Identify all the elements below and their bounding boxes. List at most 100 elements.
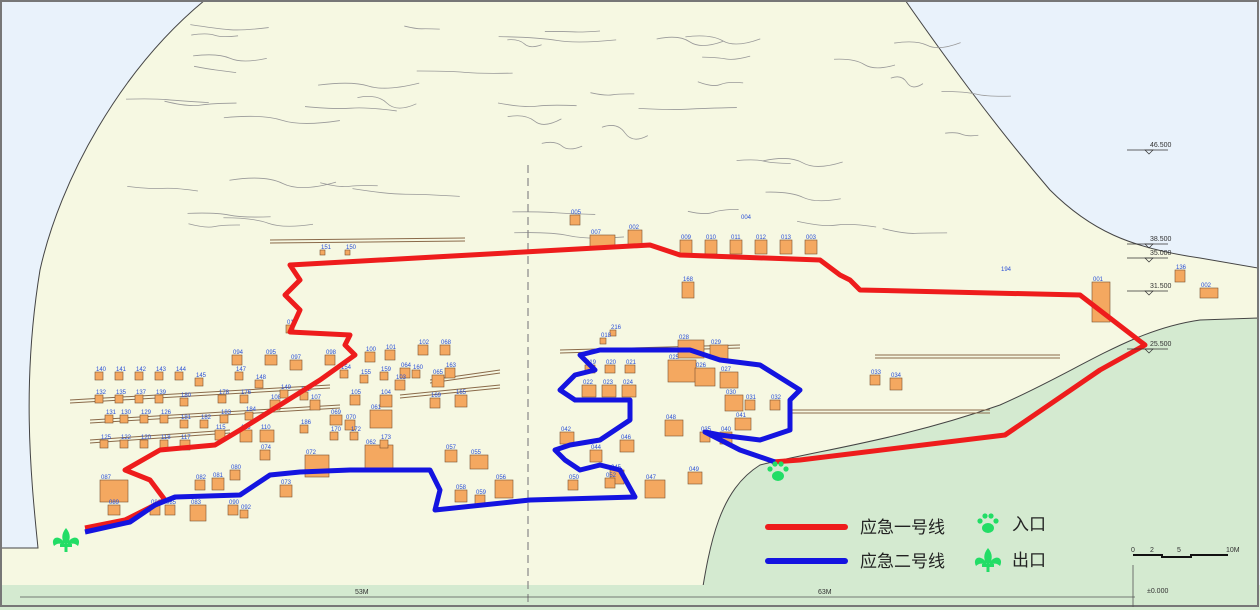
cave-194[interactable]: 194 (1001, 267, 1012, 273)
cave-184[interactable]: 184 (244, 407, 257, 421)
cave-041[interactable]: 041 (734, 413, 752, 431)
cave-052[interactable]: 052 (604, 473, 617, 489)
cave-139[interactable]: 139 (154, 390, 167, 404)
cave-011[interactable]: 011 (729, 235, 743, 255)
cave-141[interactable]: 141 (114, 367, 127, 381)
cave-074[interactable]: 074 (259, 445, 272, 461)
entrance-marker-icon[interactable] (767, 461, 789, 481)
cave-145[interactable]: 145 (194, 373, 207, 387)
cave-069[interactable]: 069 (329, 410, 343, 426)
cave-057[interactable]: 057 (444, 445, 458, 463)
emergency-route-1[interactable] (84, 242, 1148, 531)
cave-151[interactable]: 151 (319, 245, 332, 256)
cave-022[interactable]: 022 (581, 380, 597, 398)
cave-023[interactable]: 023 (601, 380, 617, 398)
cave-098[interactable]: 098 (324, 350, 337, 366)
cave-002[interactable]: 002 (1199, 283, 1219, 299)
cave-142[interactable]: 142 (134, 367, 147, 381)
cave-048[interactable]: 048 (664, 415, 684, 437)
emergency-route-2[interactable] (84, 347, 803, 535)
cave-154[interactable]: 154 (339, 365, 352, 379)
cave-137[interactable]: 137 (134, 390, 147, 404)
cave-180[interactable]: 180 (179, 393, 192, 407)
cave-102[interactable]: 102 (417, 340, 430, 356)
cave-120[interactable]: 120 (139, 435, 152, 449)
cave-026[interactable]: 026 (694, 363, 716, 387)
cave-034[interactable]: 034 (889, 373, 903, 391)
cave-125[interactable]: 125 (99, 435, 112, 449)
cave-003[interactable]: 003 (804, 235, 818, 255)
cave-064[interactable]: 064 (399, 363, 412, 379)
cave-132[interactable]: 132 (94, 390, 107, 404)
cave-032[interactable]: 032 (769, 395, 782, 411)
cave-103[interactable]: 103 (394, 375, 407, 391)
cave-105[interactable]: 105 (349, 390, 362, 406)
cave-004[interactable]: 004 (741, 215, 752, 221)
cave-165[interactable]: 165 (454, 390, 468, 408)
cave-018[interactable]: 018 (599, 333, 612, 345)
cave-094[interactable]: 094 (231, 350, 244, 366)
cave-065[interactable]: 065 (431, 370, 445, 388)
cave-181[interactable]: 181 (179, 415, 192, 429)
cave-033[interactable]: 033 (869, 370, 882, 386)
exit-marker-icon[interactable] (52, 528, 80, 552)
cave-070[interactable]: 070 (344, 415, 357, 431)
cave-176[interactable]: 176 (239, 390, 252, 404)
cave-143[interactable]: 143 (154, 367, 167, 381)
cave-170[interactable]: 170 (329, 427, 342, 441)
cave-173[interactable]: 173 (379, 435, 392, 449)
cave-183[interactable]: 183 (219, 410, 232, 424)
cave-178[interactable]: 178 (217, 390, 230, 404)
cave-100[interactable]: 100 (364, 347, 377, 363)
cave-031[interactable]: 031 (744, 395, 757, 411)
cave-010[interactable]: 010 (704, 235, 718, 255)
cave-150[interactable]: 150 (344, 245, 357, 256)
cave-012[interactable]: 012 (754, 235, 768, 255)
cave-013[interactable]: 013 (779, 235, 793, 255)
cave-126[interactable]: 126 (159, 410, 172, 424)
cave-182[interactable]: 182 (199, 415, 212, 429)
cave-021[interactable]: 021 (624, 360, 637, 374)
cave-129[interactable]: 129 (139, 410, 152, 424)
cave-080[interactable]: 080 (229, 465, 242, 481)
cave-159[interactable]: 159 (379, 367, 392, 381)
cave-027[interactable]: 027 (719, 367, 739, 389)
cave-172[interactable]: 172 (349, 427, 362, 441)
cave-135[interactable]: 135 (114, 390, 127, 404)
cave-148[interactable]: 148 (254, 375, 267, 389)
cave-107[interactable]: 107 (309, 395, 322, 411)
cave-050[interactable]: 050 (567, 475, 580, 491)
cave-024[interactable]: 024 (621, 380, 637, 398)
cave-056[interactable]: 056 (494, 475, 514, 499)
cave-140[interactable]: 140 (94, 367, 107, 381)
cave-044[interactable]: 044 (589, 445, 603, 463)
cave-089[interactable]: 089 (107, 500, 121, 516)
cave-186[interactable]: 186 (299, 420, 312, 434)
cave-047[interactable]: 047 (644, 475, 666, 499)
cave-101[interactable]: 101 (384, 345, 397, 361)
cave-168[interactable]: 168 (681, 277, 695, 299)
cave-155[interactable]: 155 (359, 370, 372, 384)
cave-081[interactable]: 081 (211, 473, 225, 491)
cave-062[interactable]: 062 (364, 440, 394, 470)
cave-087[interactable]: 087 (99, 475, 129, 503)
cave-092[interactable]: 092 (239, 505, 252, 519)
cave-144[interactable]: 144 (174, 367, 187, 381)
cave-073[interactable]: 073 (279, 480, 293, 498)
cave-160[interactable]: 160 (411, 365, 424, 379)
cave-136[interactable]: 136 (1174, 265, 1187, 283)
cave-020[interactable]: 020 (604, 360, 617, 374)
cave-122[interactable]: 122 (119, 435, 132, 449)
cave-082[interactable]: 082 (194, 475, 207, 491)
cave-110[interactable]: 110 (259, 425, 275, 443)
cave-068[interactable]: 068 (439, 340, 452, 356)
cave-055[interactable]: 055 (469, 450, 489, 470)
cave-061[interactable]: 061 (369, 405, 393, 429)
cave-090[interactable]: 090 (227, 500, 240, 516)
cave-049[interactable]: 049 (687, 467, 703, 485)
cave-097[interactable]: 097 (289, 355, 303, 371)
cave-005[interactable]: 005 (569, 210, 582, 226)
cave-030[interactable]: 030 (724, 390, 744, 412)
cave-104[interactable]: 104 (379, 390, 393, 408)
cave-083[interactable]: 083 (189, 500, 207, 522)
